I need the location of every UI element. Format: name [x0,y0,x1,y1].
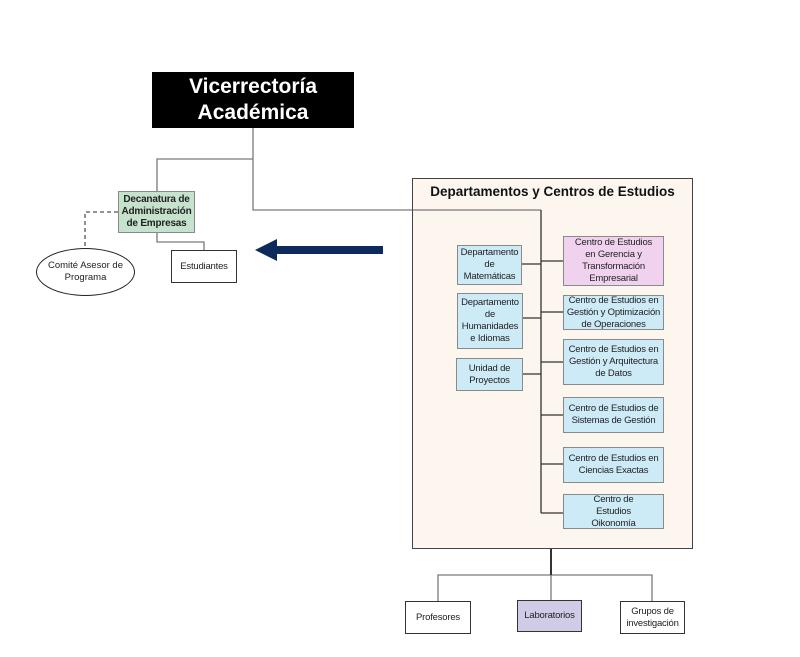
center-operaciones[interactable]: Centro de Estudios en Gestión y Optimiza… [563,295,664,330]
vicerrectoria-node[interactable]: Vicerrectoría Académica [152,72,354,128]
unit-label: Departamento de Matemáticas [460,247,519,282]
departments-title: Departamentos y Centros de Estudios [430,184,675,199]
profesores-label: Profesores [416,611,460,623]
vicerrectoria-title-line1: Vicerrectoría [188,75,318,98]
decanatura-node[interactable]: Decanatura de Administración de Empresas [118,191,195,233]
comite-asesor-node[interactable]: Comité Asesor de Programa [36,248,135,296]
vicerrectoria-title-line2: Académica [197,101,309,124]
profesores-node[interactable]: Profesores [405,601,471,634]
center-label: Centro de Estudios Oikonomía [591,493,636,529]
center-ciencias-exactas[interactable]: Centro de Estudios en Ciencias Exactas [563,447,664,483]
center-label: Centro de Estudios en Gestión y Optimiza… [566,294,661,330]
connector-decanatura-estudiantes [156,233,205,250]
estudiantes-node[interactable]: Estudiantes [171,250,237,283]
unit-proyectos[interactable]: Unidad de Proyectos [456,358,523,391]
center-datos[interactable]: Centro de Estudios en Gestión y Arquitec… [563,339,664,385]
center-gerencia[interactable]: Centro de Estudios en Gerencia y Transfo… [563,236,664,286]
grupos-investigacion-label: Grupos de investigación [626,605,679,629]
center-label: Centro de Estudios en Gestión y Arquitec… [568,344,659,379]
connector-vr-trunk [252,128,413,211]
unit-label: Departamento de Humanidades e Idiomas [461,297,519,344]
grupos-investigacion-node[interactable]: Grupos de investigación [620,601,685,634]
laboratorios-label: Laboratorios [524,610,575,621]
center-oikonomia[interactable]: Centro de Estudios Oikonomía [563,494,664,529]
center-label: Centro de Estudios de Sistemas de Gestió… [568,403,659,426]
connector-vr-decanatura [156,158,253,191]
connector-bottom-branches [437,574,653,601]
decanatura-label: Decanatura de Administración de Empresas [121,194,192,229]
comite-asesor-label: Comité Asesor de Programa [48,260,123,283]
connector-comite-dashed [84,211,118,248]
center-label: Centro de Estudios en Gerencia y Transfo… [574,237,653,284]
unit-humanidades[interactable]: Departamento de Humanidades e Idiomas [457,293,523,349]
unit-matematicas[interactable]: Departamento de Matemáticas [457,245,522,285]
center-sistemas-gestion[interactable]: Centro de Estudios de Sistemas de Gestió… [563,397,664,433]
laboratorios-node[interactable]: Laboratorios [517,600,582,632]
estudiantes-label: Estudiantes [180,260,228,272]
unit-label: Unidad de Proyectos [468,362,511,386]
arrow-left-icon [255,239,383,261]
center-label: Centro de Estudios en Ciencias Exactas [568,453,659,476]
